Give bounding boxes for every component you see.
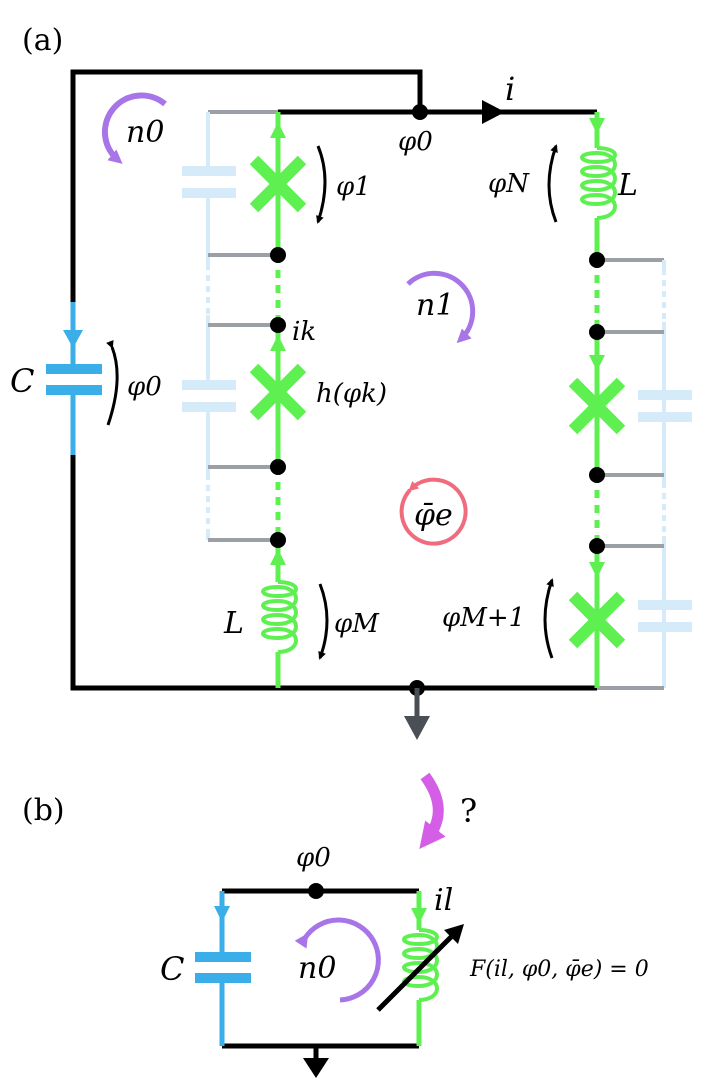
capacitor-c-b-label: C (160, 950, 184, 988)
parasitic-cap-right-mid (638, 390, 692, 422)
loop-n0-label: n0 (126, 115, 164, 150)
node-b-phi0-label: φ0 (296, 843, 331, 873)
inductor-right (580, 146, 617, 220)
node-left-4 (270, 532, 286, 548)
node-left-3 (270, 459, 286, 475)
capacitor-c (46, 302, 102, 455)
node-phi0 (412, 104, 428, 120)
josephson-junction-m-plus-1 (568, 591, 626, 649)
parasitic-cap-right-bottom (638, 600, 692, 632)
jjM1-phase-label: φM+1 (442, 603, 525, 633)
loop-n1-label: n1 (416, 288, 454, 323)
node-right-3 (589, 467, 605, 483)
flux-label: φ̄e (414, 498, 453, 533)
inductor-right-label: L (617, 168, 638, 203)
current-ik-label: ik (292, 317, 316, 347)
node-phi0-label: φ0 (398, 127, 433, 157)
inductor-left-label: L (223, 606, 244, 641)
current-il-label: il (434, 883, 453, 918)
node-left-2 (270, 317, 286, 333)
node-right-4 (589, 538, 605, 554)
current-arrow-i (482, 100, 505, 124)
transition-arrow (419, 772, 446, 850)
parasitic-cap-left-top (182, 166, 236, 198)
josephson-junction-right-mid (568, 377, 626, 435)
ground-symbol-b (303, 1046, 329, 1078)
cap-phase-label: φ0 (127, 372, 162, 402)
loop-n0-arrow (101, 92, 167, 164)
node-left-1 (270, 247, 286, 263)
loop-n0-b-label: n0 (298, 951, 336, 986)
indL-phase-arrow (318, 583, 329, 660)
indL-phase-label: φM (334, 609, 380, 639)
josephson-junction-1 (249, 155, 307, 213)
indR-phase-arrow (547, 144, 558, 223)
indR-phase-label: φN (488, 169, 530, 199)
loop-n0-b-arrow (294, 917, 381, 1003)
transition-question: ? (460, 792, 477, 830)
panel-a-label: (a) (22, 23, 63, 58)
node-right-1 (589, 252, 605, 268)
constraint-label: F(il, φ0, φ̄e) = 0 (469, 957, 649, 982)
current-i-label: i (505, 70, 515, 108)
jjk-func-label: h(φk) (316, 379, 387, 409)
cap-phase-arrow (106, 339, 119, 426)
ground-symbol-a (404, 688, 430, 740)
capacitor-c-label: C (10, 362, 34, 400)
panel-b-label: (b) (22, 793, 65, 828)
capacitor-c-b (195, 891, 251, 1046)
inductor-left (261, 580, 298, 654)
node-b-phi0 (308, 883, 324, 899)
variable-inductor (376, 891, 464, 1046)
jjM1-phase-arrow (543, 578, 554, 659)
flux-circle (399, 477, 468, 546)
node-right-2 (589, 324, 605, 340)
jj1-phase-arrow (316, 145, 327, 224)
josephson-junction-k (249, 363, 307, 421)
jj1-phase-label: φ1 (336, 172, 371, 202)
loop-n1-arrow (406, 270, 476, 344)
parasitic-cap-left-mid (182, 380, 236, 412)
